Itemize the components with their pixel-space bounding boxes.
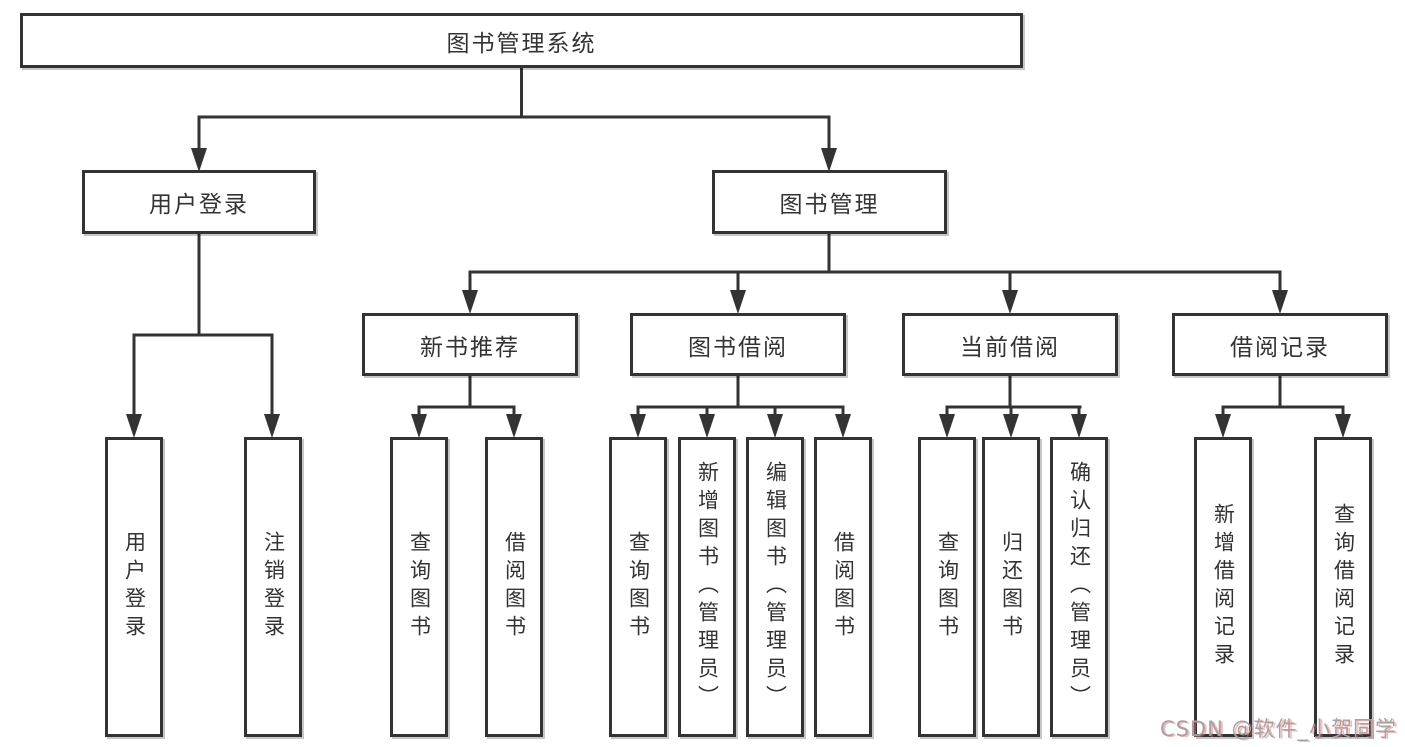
leaf-logout: 注销登录 — [244, 437, 302, 737]
leaf-label: 确认归还（管理员） — [1067, 461, 1092, 713]
leaf-label: 借阅图书 — [831, 531, 856, 643]
node-label: 用户登录 — [149, 192, 249, 218]
leaf-label: 查询借阅记录 — [1331, 503, 1356, 671]
connector-root-to-level2 — [191, 67, 837, 172]
arrow-down-icon — [1003, 414, 1019, 438]
leaf-label: 编辑图书（管理员） — [763, 461, 788, 713]
leaf-label: 注销登录 — [261, 531, 286, 643]
arrow-down-icon — [630, 414, 646, 438]
leaf-borrow-books: 借阅图书 — [814, 437, 872, 737]
arrow-down-icon — [506, 414, 522, 438]
arrow-down-icon — [730, 290, 746, 314]
arrow-down-icon — [835, 414, 851, 438]
connector-user-login-to-leaves — [126, 234, 280, 438]
arrow-down-icon — [1002, 290, 1018, 314]
connector-current-borrow-to-leaves — [939, 376, 1087, 438]
arrow-down-icon — [126, 414, 142, 438]
node-label: 借阅记录 — [1230, 334, 1330, 361]
arrow-down-icon — [411, 414, 427, 438]
node-label: 新书推荐 — [420, 334, 520, 361]
node-new-book-recommend: 新书推荐 — [362, 313, 578, 376]
watermark-text: CSDN @软件_小贺同学 — [1159, 717, 1397, 741]
arrow-down-icon — [767, 414, 783, 438]
connector-book-mgmt-to-level3 — [462, 234, 1288, 314]
leaf-add-book-admin: 新增图书（管理员） — [678, 437, 736, 737]
node-book-management: 图书管理 — [712, 170, 947, 234]
leaf-label: 归还图书 — [999, 531, 1024, 643]
leaf-query-borrow-record: 查询借阅记录 — [1314, 437, 1372, 737]
leaf-label: 查询图书 — [626, 531, 651, 643]
arrow-down-icon — [821, 148, 837, 172]
leaf-query-books-current: 查询图书 — [918, 437, 976, 737]
node-label: 当前借阅 — [960, 334, 1060, 361]
leaf-label: 用户登录 — [122, 531, 147, 643]
leaf-label: 新增借阅记录 — [1211, 503, 1236, 671]
node-label: 图书借阅 — [688, 334, 788, 361]
arrow-down-icon — [264, 414, 280, 438]
leaf-user-login: 用户登录 — [105, 437, 163, 737]
leaf-borrow-books-recommend: 借阅图书 — [485, 437, 543, 737]
node-user-login: 用户登录 — [82, 170, 316, 234]
leaf-query-books-borrow: 查询图书 — [609, 437, 667, 737]
connector-borrow-records-to-leaves — [1215, 376, 1351, 438]
leaf-confirm-return-admin: 确认归还（管理员） — [1050, 437, 1108, 737]
arrow-down-icon — [1335, 414, 1351, 438]
arrow-down-icon — [1272, 290, 1288, 314]
leaf-add-borrow-record: 新增借阅记录 — [1194, 437, 1252, 737]
node-label: 图书管理系统 — [446, 30, 597, 57]
node-label: 图书管理 — [779, 192, 880, 218]
leaf-label: 借阅图书 — [502, 531, 527, 643]
node-library-management-system: 图书管理系统 — [20, 13, 1023, 68]
node-book-borrow: 图书借阅 — [630, 313, 846, 376]
arrow-down-icon — [939, 414, 955, 438]
leaf-query-books-recommend: 查询图书 — [390, 437, 448, 737]
arrow-down-icon — [191, 148, 207, 172]
leaf-return-books: 归还图书 — [982, 437, 1040, 737]
arrow-down-icon — [462, 290, 478, 314]
connector-book-borrow-to-leaves — [630, 376, 851, 438]
connector-new-book-recommend-to-leaves — [411, 376, 522, 438]
arrow-down-icon — [1071, 414, 1087, 438]
leaf-label: 新增图书（管理员） — [695, 461, 720, 713]
arrow-down-icon — [699, 414, 715, 438]
leaf-label: 查询图书 — [407, 531, 432, 643]
leaf-label: 查询图书 — [935, 531, 960, 643]
leaf-edit-book-admin: 编辑图书（管理员） — [746, 437, 804, 737]
node-borrow-records: 借阅记录 — [1172, 313, 1388, 376]
arrow-down-icon — [1215, 414, 1231, 438]
node-current-borrow: 当前借阅 — [902, 313, 1118, 376]
